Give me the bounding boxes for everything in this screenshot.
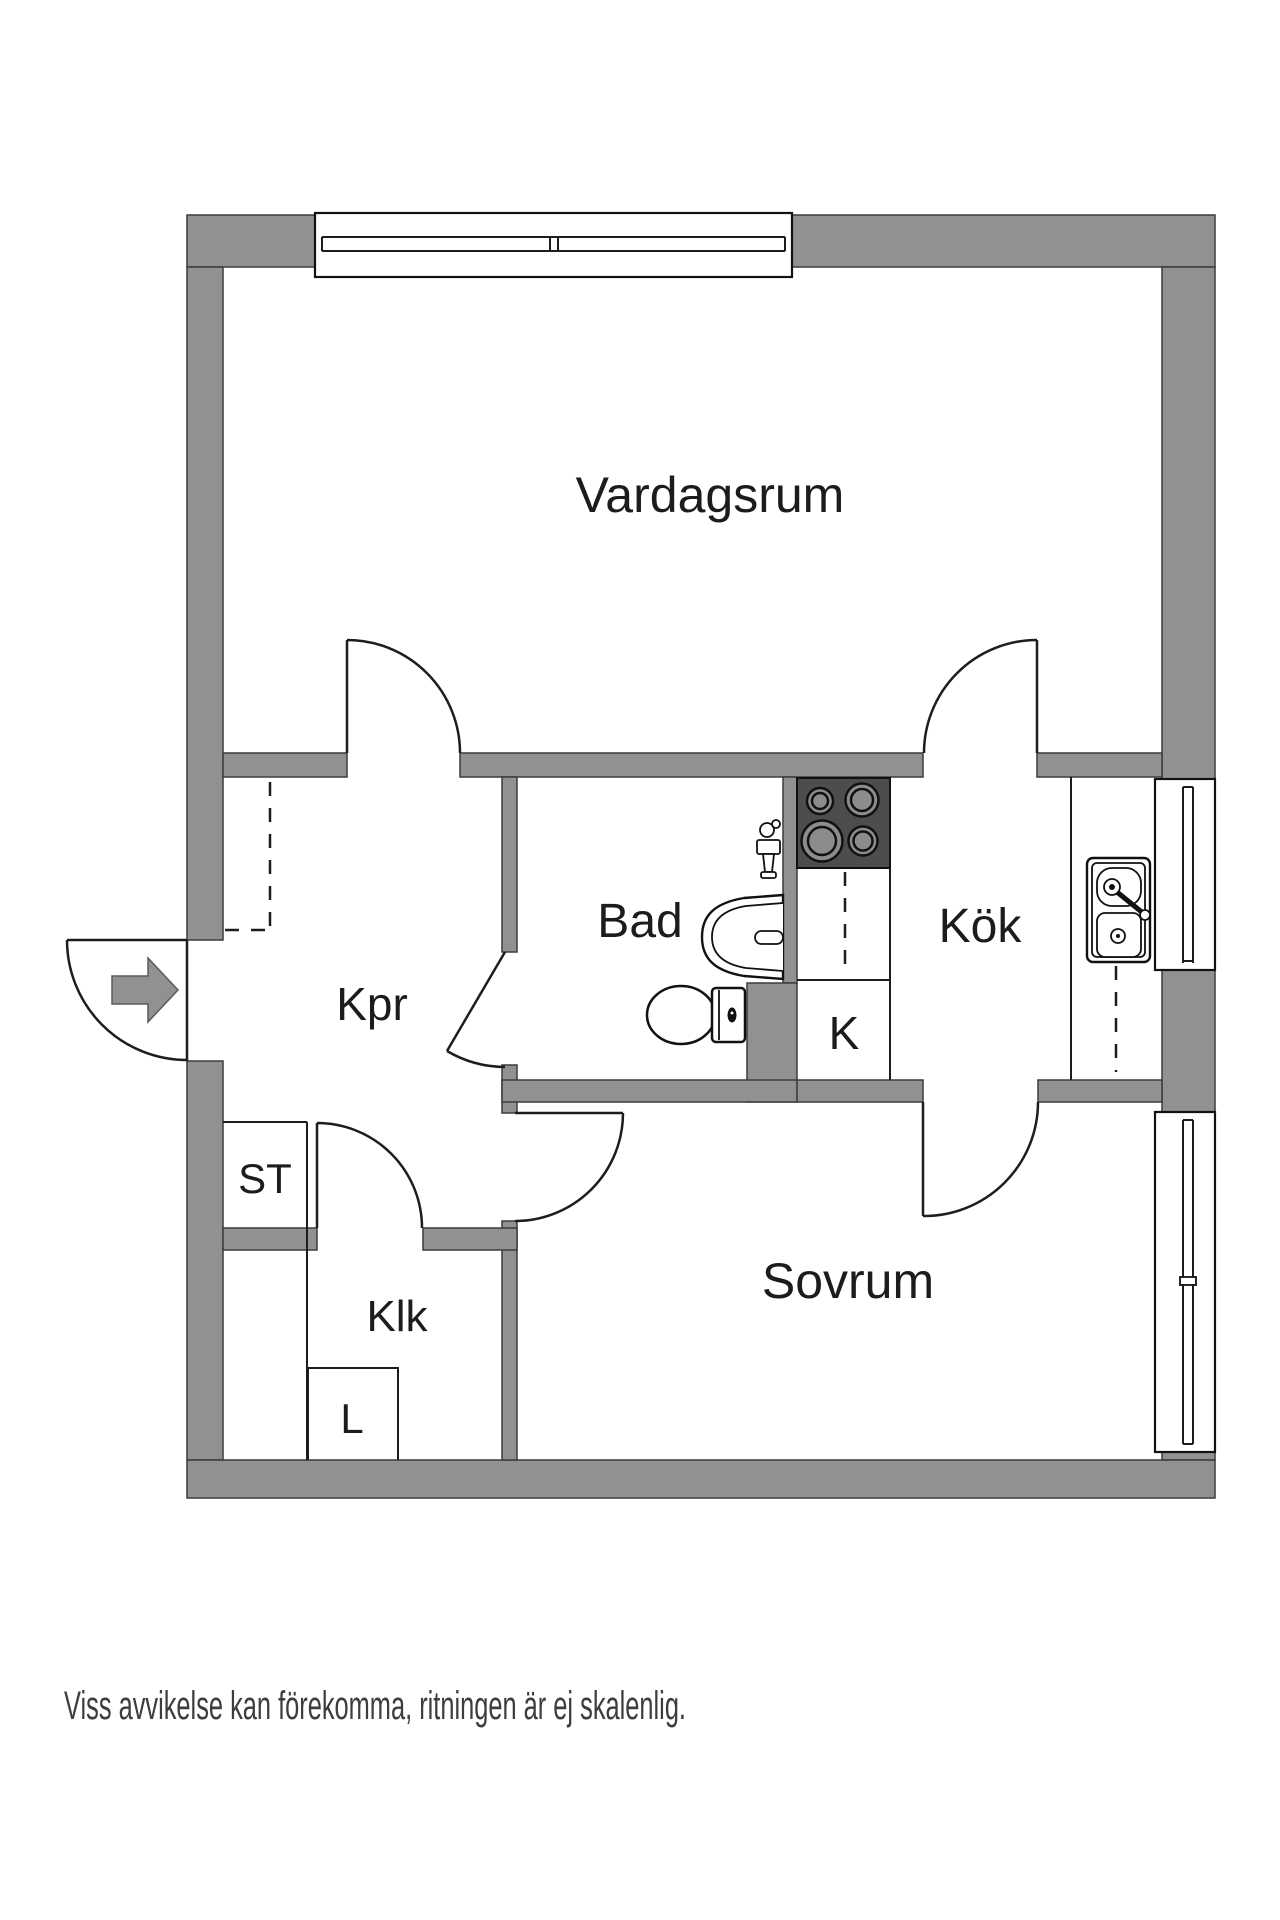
door-closet [315,1121,424,1229]
interior-walls [222,752,1163,1461]
doors [65,638,1040,1229]
wall-right-upper [1161,266,1216,780]
wall-closet-top-left [222,1227,318,1251]
wall-bottom [186,1459,1216,1499]
label-living-room: Vardagsrum [576,467,845,523]
wall-left-upper [186,266,224,941]
wall-bath-left-upper [501,776,518,953]
label-kitchen: Kök [939,900,1023,953]
toilet-icon [645,984,747,1046]
cabinet-lines [223,777,1072,1460]
stove-icon [796,777,891,869]
door-bedroom-kitchen [921,1101,1040,1218]
kitchen-window [1153,777,1217,972]
wall-bedroom-top-mid [796,1079,924,1103]
faucet-icon [756,819,781,879]
wall-top-right [791,214,1216,268]
entrance-arrow-icon [111,956,180,1024]
wall-right-middle [1161,969,1216,1113]
top-window [313,211,794,279]
bathroom-sink-icon [700,893,785,981]
disclaimer-text: Viss avvikelse kan förekomma, ritningen … [64,1684,686,1728]
wall-bedroom-top-right [1037,1079,1163,1103]
wall-hall-living [222,752,348,778]
wall-bedroom-top-left [501,1079,798,1103]
label-laundry: L [340,1395,363,1442]
windows [313,211,1217,1454]
wall-top-left [186,214,316,268]
wall-bath-right [782,776,798,984]
bedroom-window [1153,1110,1217,1454]
label-bedroom: Sovrum [762,1253,934,1309]
wall-kitchen-living [1036,752,1163,778]
kitchen-sink-icon [1085,856,1152,964]
wall-bath-living [459,752,924,778]
label-closet: Klk [366,1292,428,1341]
door-hall-living [345,638,462,754]
label-hallway: Kpr [336,978,408,1030]
wall-left-lower [186,1060,224,1461]
door-entrance [65,938,189,1062]
window-divider [1179,1276,1197,1286]
label-storage: ST [238,1155,292,1202]
door-bedroom-hall [514,1111,625,1223]
dashed-lines [225,782,1118,1072]
exterior-walls [186,214,1216,1499]
label-fridge: K [829,1007,860,1059]
door-kitchen-living [922,638,1039,754]
label-bathroom: Bad [597,895,682,948]
wall-closet-right [501,1220,518,1461]
wall-right-lowest [1161,1451,1216,1461]
wall-closet-top-right [422,1227,518,1251]
laundry-box-lines [307,1367,399,1460]
door-bathroom [445,951,507,1069]
